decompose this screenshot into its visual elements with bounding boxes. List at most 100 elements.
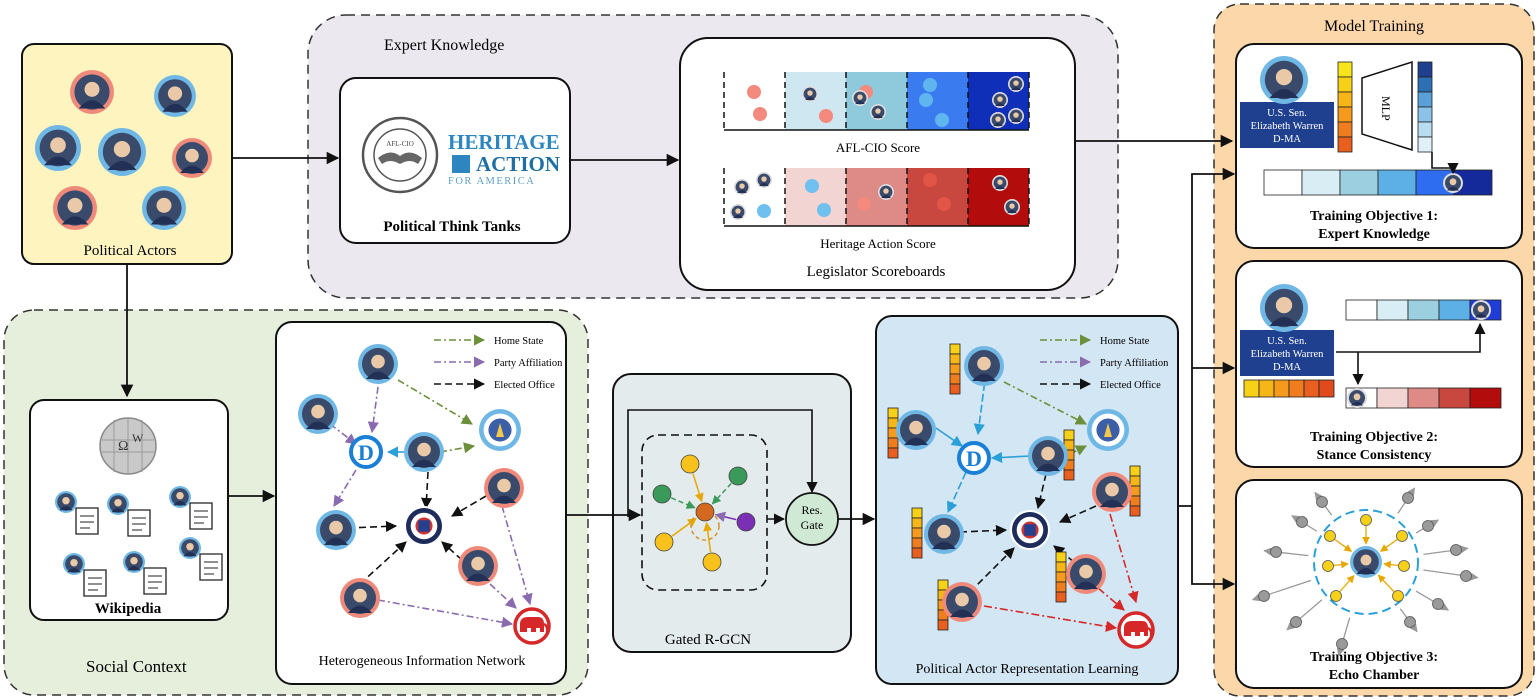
political-actors-box: Political Actors [21,43,233,265]
svg-text:U.S. Sen.: U.S. Sen. [1267,108,1307,119]
repr-node-cornyn [1066,554,1106,594]
rgcn-message-edge [670,497,696,509]
wiki-document-icon [179,537,223,581]
expert-knowledge-title: Expert Knowledge [384,37,504,54]
social-context-title: Social Context [86,657,187,676]
political-actors-label: Political Actors [84,243,177,259]
legislator-dot [923,78,937,92]
svg-text:HERITAGE: HERITAGE [448,130,560,154]
repr-node-cruz [942,582,982,622]
actor-avatar [154,75,196,117]
echo-inner-node [1360,514,1372,526]
echo-inner-node [1398,560,1410,572]
repr-to-objective3-arrow [1191,506,1236,591]
objective2-arrow-up [1336,322,1486,353]
echo-inner-edge [1379,538,1398,552]
edge-arrow [501,505,533,606]
edge-arrow [947,471,967,514]
legislator-dot [757,204,771,218]
wiki-document-icon [63,553,107,597]
legislator-dot [805,179,819,193]
legislator-avatar [852,90,868,106]
repr-node-warren [964,346,1004,386]
echo-outer-node [1404,616,1416,628]
edge-arrow [1097,587,1125,611]
svg-text:D: D [358,440,374,465]
repr-vector-cornyn [1055,551,1067,603]
scale-segment [785,72,846,130]
scale-segment [907,168,968,226]
edge-arrow [935,427,963,447]
legislator-avatar [878,184,894,200]
objective1-predicted-position [1443,173,1463,193]
rgcn-target-node [695,502,715,522]
hin-node-rosen [316,510,356,550]
hin-node-biden [298,394,338,434]
edge-arrow [959,524,1008,537]
legislator-dot [753,107,767,121]
repr-democrat-icon: D [957,441,991,475]
mlp-label: MLP [1379,96,1393,121]
hin-node-cornyn [458,546,498,586]
senator-card-2: U.S. Sen. Elizabeth Warren D-MA [1240,330,1334,376]
actor-avatar [142,186,186,230]
legislator-dot [819,109,833,123]
legend-office-hin: Elected Office [494,380,555,391]
afl-cio-score-scale [723,72,1030,131]
echo-outer-node [1290,616,1302,628]
wikipedia-box: Ω W Wikipedia [29,399,229,621]
repr-node-mccarthy [1092,472,1132,512]
objective2-line1: Training Objective 2: [1310,430,1438,445]
edge-arrow [489,583,517,609]
repr-node-markey [1028,436,1068,476]
actor-avatar [172,138,212,178]
echo-inner-node [1322,560,1334,572]
think-tanks-box: AFL-CIO HERITAGE ACTION FOR AMERICA Poli… [339,77,571,244]
legend-home-state-hin: Home State [494,336,544,347]
rgcn-message-edge [703,522,713,553]
objective1-line2: Expert Knowledge [1318,227,1430,242]
rgcn-message-edge [692,473,704,503]
wikipedia-globe-icon: Ω W [99,417,157,475]
aflcio-seal-text: AFL-CIO [386,140,414,148]
aflcio-seal: AFL-CIO [361,116,439,194]
gated-rgcn-label: Gated R-GCN [665,632,751,648]
hin-label: Heterogeneous Information Network [319,654,526,669]
actor-avatar [53,186,97,230]
echo-inner-node [1330,590,1342,602]
legislator-dot [919,93,933,107]
heritage-score-scale [723,168,1030,227]
residual-connection-arrow [627,409,818,517]
objective3-line1: Training Objective 3: [1310,650,1438,665]
repr-senate-seal-icon [1010,510,1050,550]
objective1-line1: Training Objective 1: [1310,209,1438,224]
objective2-conservative-scale [1345,387,1502,409]
hin-node-warren [358,344,398,384]
think-tanks-label: Political Think Tanks [383,219,520,235]
echo-outer-node [1422,520,1434,532]
wiki-avatar [107,493,129,515]
rgcn-message-edge [711,482,732,505]
actor-avatar [70,70,114,114]
legend-home-state-repr: Home State [1100,336,1150,347]
senator-card-1: U.S. Sen. Elizabeth Warren D-MA [1240,102,1334,148]
mlp-block: MLP [1361,60,1413,152]
scoreboards-box: AFL-CIO Score Heritage Action Score Legi… [679,37,1076,291]
scale-segment [846,168,907,226]
svg-text:U.S. Sen.: U.S. Sen. [1267,336,1307,347]
rgcn-neighbor-node [736,512,756,532]
objective1-warren-avatar [1260,56,1308,104]
echo-inner-edge [1383,560,1399,569]
legislator-avatar [802,86,818,102]
gated-rgcn-box: Gated R-GCN [612,373,852,653]
afl-cio-score-label: AFL-CIO Score [836,140,920,155]
wiki-document-icon [55,491,99,535]
legislator-dot [817,203,831,217]
svg-text:FOR AMERICA: FOR AMERICA [448,176,535,187]
svg-text:D-MA: D-MA [1273,134,1301,145]
hin-senate-seal-icon [404,506,444,546]
echo-outer-node [1336,638,1348,650]
svg-text:Elizabeth Warren: Elizabeth Warren [1251,349,1324,360]
